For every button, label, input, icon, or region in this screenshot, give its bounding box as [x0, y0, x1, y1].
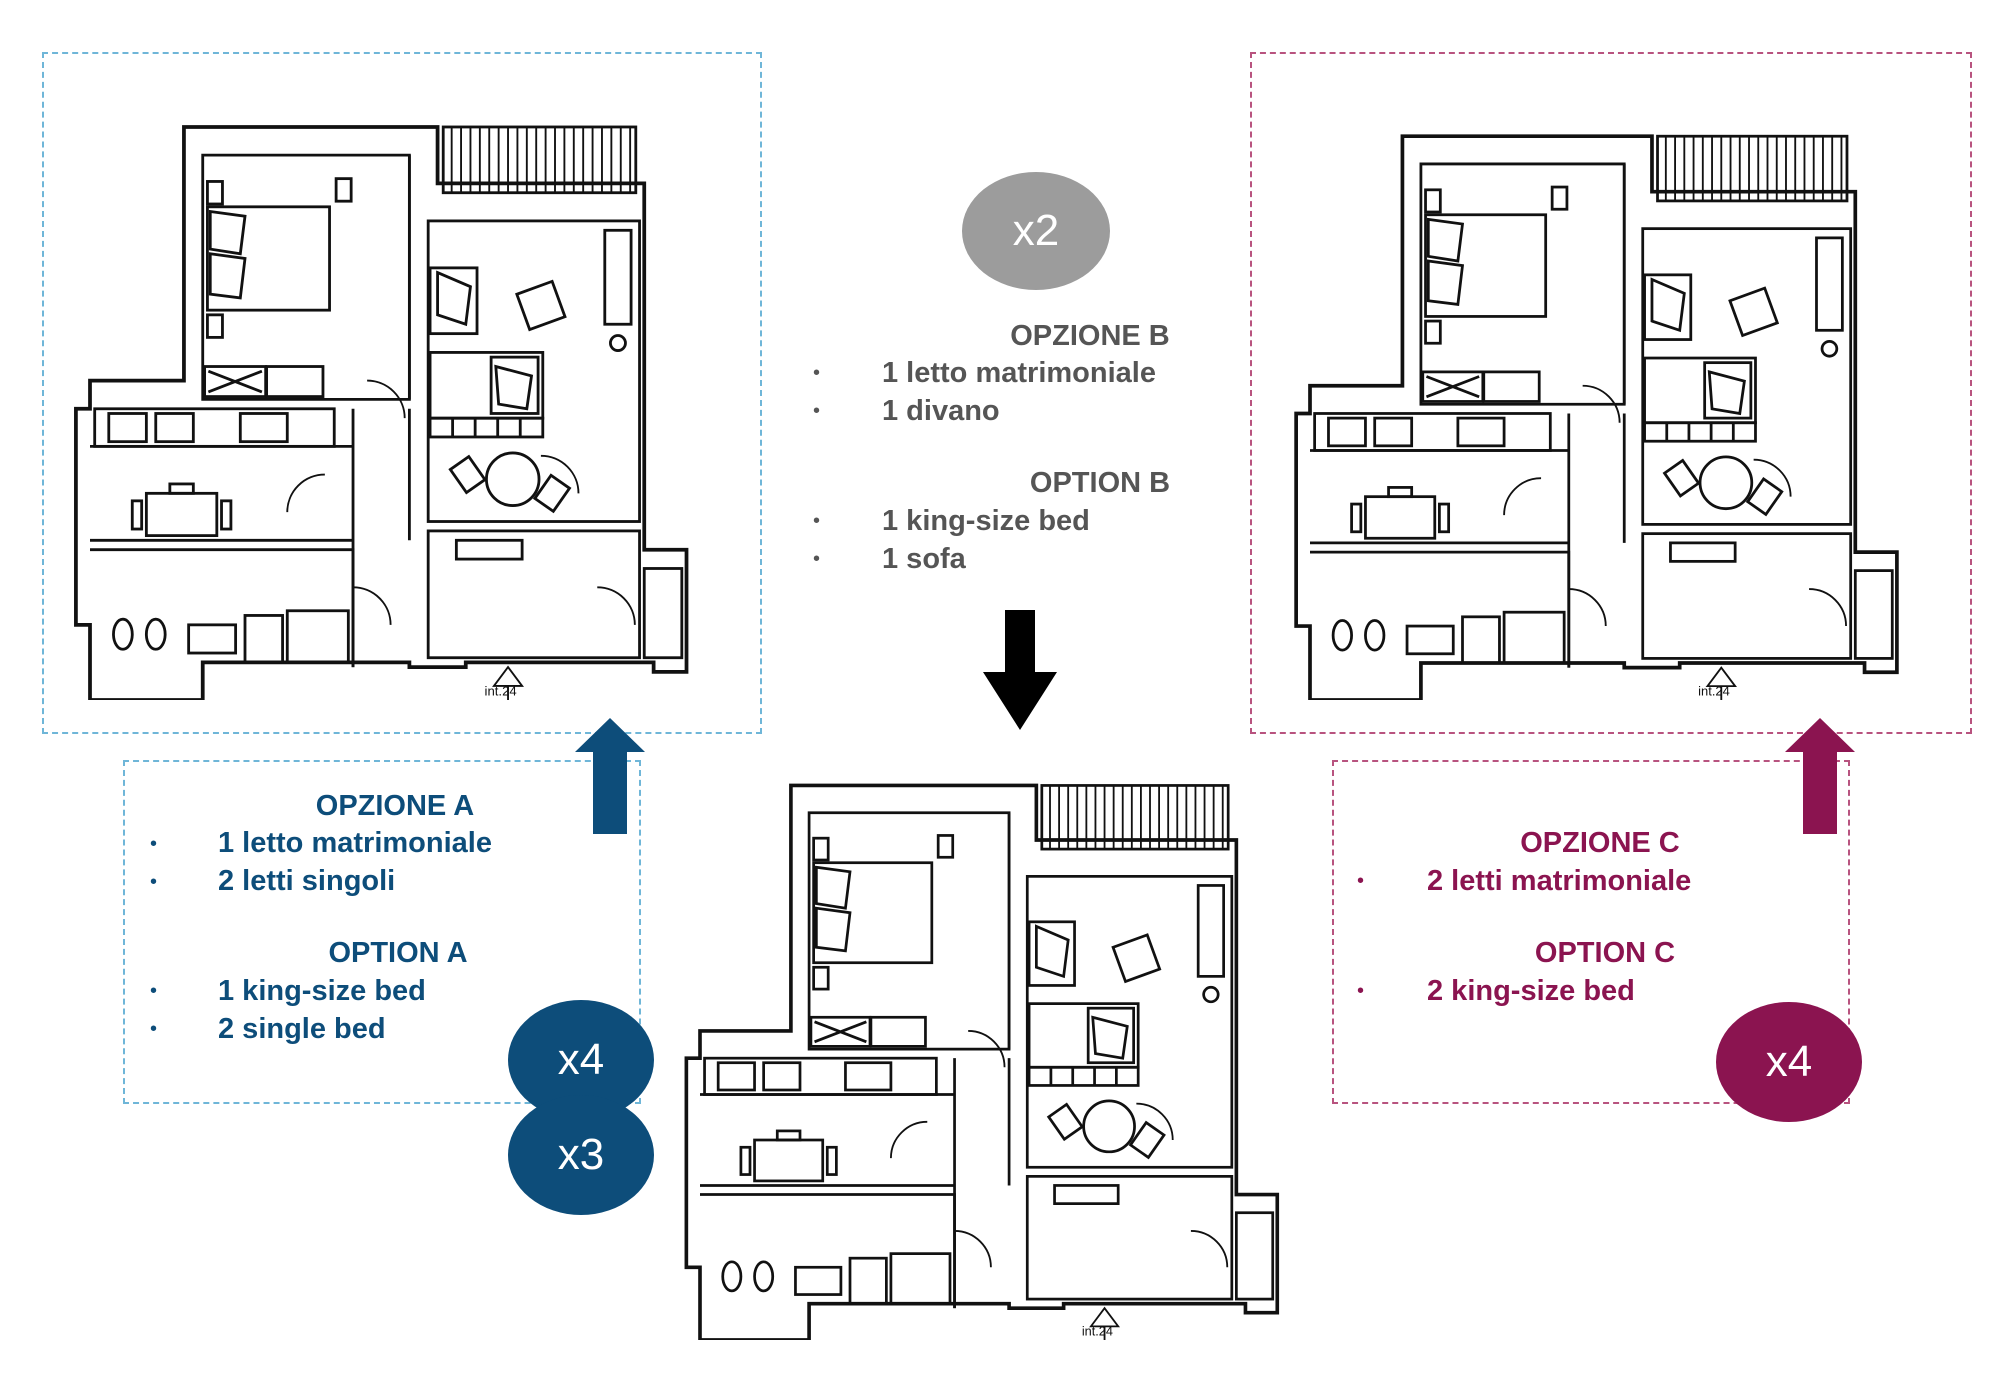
- option-a-it-item-1: 1 letto matrimoniale: [218, 827, 492, 859]
- bullet-icon: •: [813, 548, 821, 570]
- arrow-up-icon: [575, 718, 645, 834]
- option-a-plan-frame: [42, 52, 762, 734]
- bullet-icon: •: [150, 1018, 158, 1040]
- option-a-it-title: OPZIONE A: [315, 790, 475, 822]
- plan-label-a: int.24: [485, 683, 517, 698]
- bullet-icon: •: [150, 833, 158, 855]
- option-b-it-title: OPZIONE B: [1010, 320, 1170, 352]
- plan-label-c: int.24: [1698, 683, 1730, 698]
- bullet-icon: •: [150, 980, 158, 1002]
- arrow-down-icon: [983, 610, 1057, 730]
- option-a-it-item-2: 2 letti singoli: [218, 865, 396, 897]
- option-b-en-item-2: 1 sofa: [882, 543, 966, 575]
- option-a-count-badge-2: x3: [508, 1095, 654, 1215]
- option-b-en-title: OPTION B: [1029, 467, 1171, 499]
- option-b-count-badge: x2: [962, 172, 1110, 290]
- option-c-plan-frame: [1250, 52, 1972, 734]
- bullet-icon: •: [813, 400, 821, 422]
- option-c-en-item-1: 2 king-size bed: [1427, 975, 1635, 1007]
- floor-plan-option-c: int.24: [1270, 90, 1960, 700]
- option-c-en-title: OPTION C: [1534, 937, 1676, 969]
- option-a-en-item-1: 1 king-size bed: [218, 975, 426, 1007]
- option-c-info-box: [1332, 760, 1850, 1104]
- bullet-icon: •: [150, 871, 158, 893]
- bullet-icon: •: [813, 510, 821, 532]
- bullet-icon: •: [1357, 980, 1365, 1002]
- option-b-it-item-2: 1 divano: [882, 395, 1000, 427]
- bullet-icon: •: [813, 362, 821, 384]
- option-a-en-item-2: 2 single bed: [218, 1013, 386, 1045]
- floor-plan-option-a: int.24: [60, 80, 740, 700]
- option-b-en-item-1: 1 king-size bed: [882, 505, 1090, 537]
- option-b-it-item-1: 1 letto matrimoniale: [882, 357, 1156, 389]
- arrow-up-icon: [1785, 718, 1855, 834]
- option-a-count-badge-1: x4: [508, 1000, 654, 1120]
- bullet-icon: •: [1357, 870, 1365, 892]
- option-a-en-title: OPTION A: [328, 937, 468, 969]
- option-c-it-title: OPZIONE C: [1520, 827, 1680, 859]
- option-a-info-box: [123, 760, 641, 1104]
- option-c-count-badge: x4: [1716, 1002, 1862, 1122]
- plan-label-b: int.24: [1082, 1323, 1113, 1338]
- option-c-it-item-1: 2 letti matrimoniale: [1427, 865, 1692, 897]
- floor-plan-option-b: int.24: [665, 740, 1335, 1340]
